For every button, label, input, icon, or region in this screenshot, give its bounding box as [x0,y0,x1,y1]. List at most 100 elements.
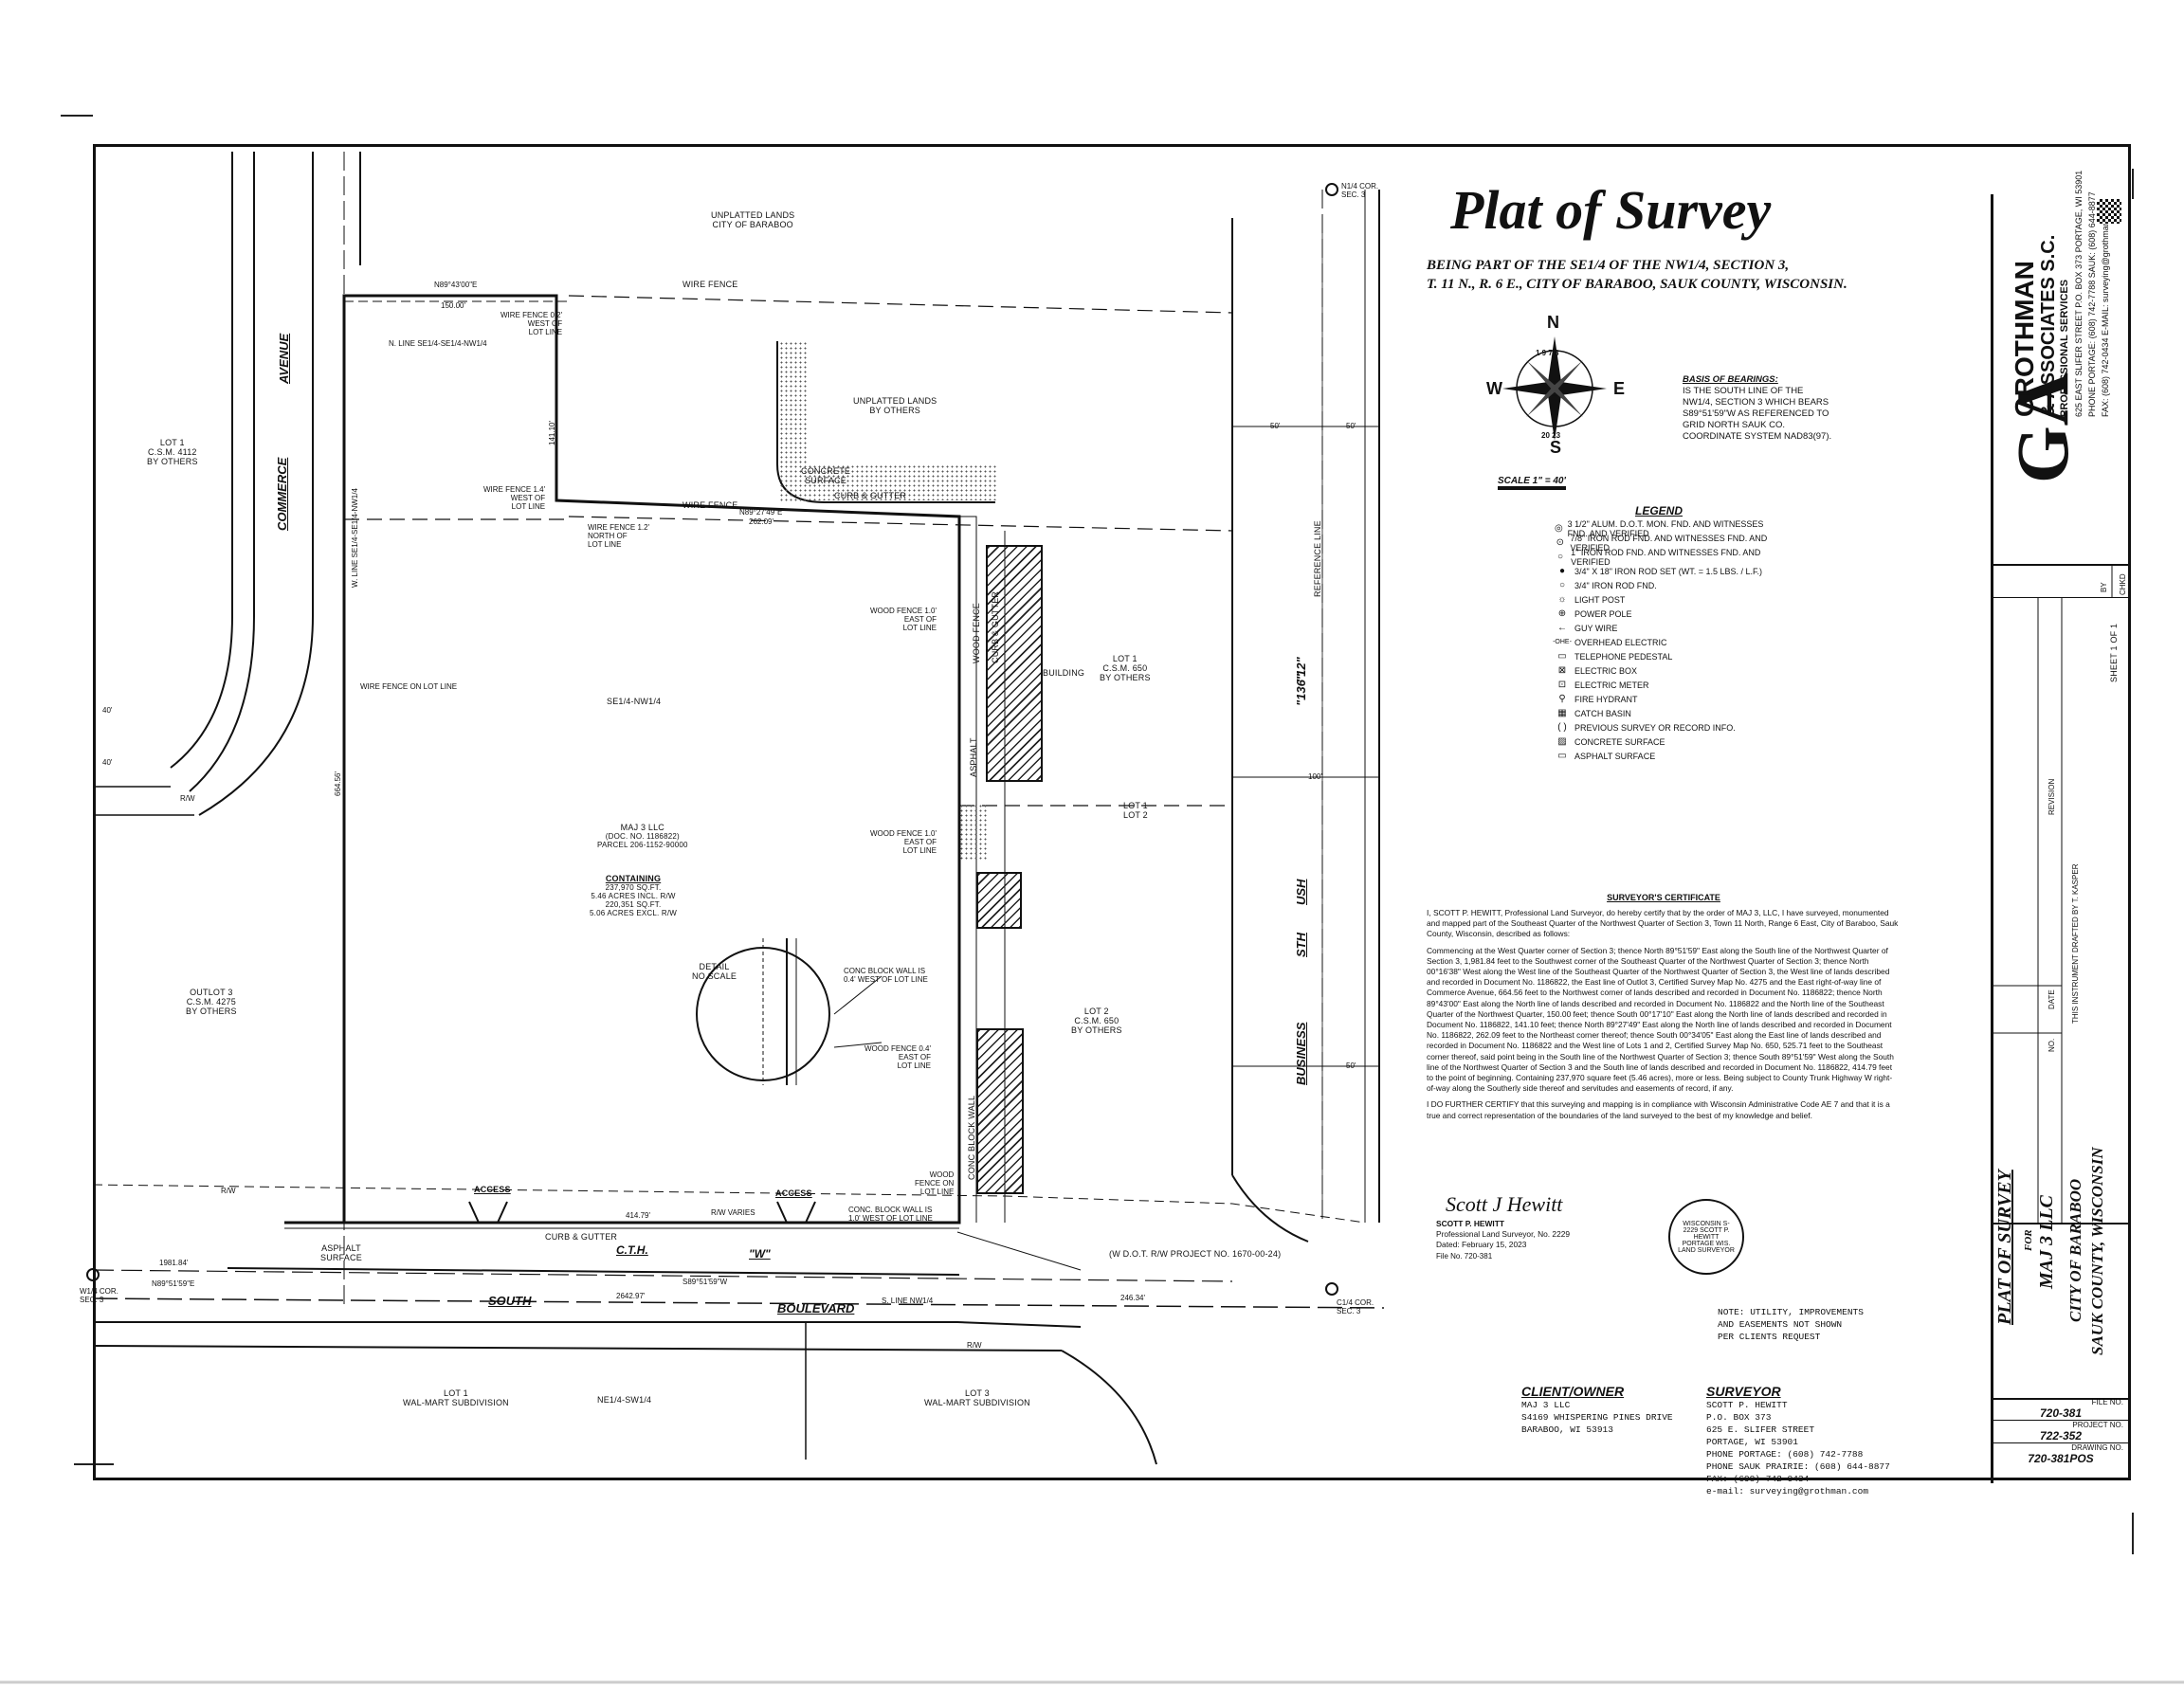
qr-code-icon [2097,199,2121,224]
c14-cor-label: C1/4 COR.SEC. 3 [1337,1298,1374,1315]
legend-title: LEGEND [1634,504,1683,517]
boulevard-label: BOULEVARD [777,1301,855,1315]
plat-county: SAUK COUNTY, WISCONSIN [2088,1147,2106,1355]
w-label: "W" [749,1247,771,1261]
w14-cor-label: W1/4 COR.SEC. 3 [80,1287,118,1304]
revision-panel [1993,597,2131,1224]
basis-of-bearings: BASIS OF BEARINGS: IS THE SOUTH LINE OF … [1683,374,1832,442]
client-owner-block: CLIENT/OWNER MAJ 3 LLC S4169 WHISPERING … [1521,1384,1673,1435]
maj3-parcel-label: MAJ 3 LLC(DOC. NO. 1186822)PARCEL 206-11… [597,823,688,849]
north-arrow-compass [1502,336,1607,441]
dim-ne-bearing: N89°27'49"E [739,508,783,517]
curb-gutter-north: CURB & GUTTER [834,491,907,500]
dim-ne: 262.09' [749,517,774,526]
legend-item: ○1" IRON ROD FND. AND WITNESSES FND. AND… [1557,547,1761,567]
dim-50-right: 50' [1346,422,1356,430]
legend-item: ⚲FIRE HYDRANT [1558,694,1638,704]
legend: LEGEND ◎3 1/2" ALUM. D.O.T. MON. FND. AN… [1550,504,1768,763]
file-numbers: FILE NO. 720-381 PROJECT NO. 722-352 DRA… [1991,1398,2131,1483]
rw-s: R/W [967,1341,982,1350]
legend-item: ▭ASPHALT SURFACE [1557,751,1656,761]
compass-ring-bottom: 20 23 [1541,431,1561,440]
access-label-1: ACCESS [474,1185,511,1194]
rw-w: R/W [180,794,195,803]
dim-40-upper: 40' [102,706,113,715]
dim-top: 150.00' [441,301,465,310]
certificate-intro: I, SCOTT P. HEWITT, Professional Land Su… [1427,908,1899,939]
page-title: Plat of Survey [1450,179,1772,241]
concrete-surface-area-2 [808,464,997,500]
certificate-description: Commencing at the West Quarter corner of… [1427,945,1894,1094]
wire-fence-mid: WIRE FENCE [682,500,738,510]
compass-w: W [1486,379,1502,398]
legend-item: ←GUY WIRE [1557,623,1618,633]
building-1 [986,545,1043,782]
legend-item: ●3/4" X 18" IRON ROD SET (WT. = 1.5 LBS.… [1558,566,1763,576]
dim-100: 100' [1308,772,1322,781]
dim-sw-bearing: N89°51'59"E [152,1279,195,1288]
legend-item: ○3/4" IRON ROD FND. [1558,580,1657,590]
subtitle: BEING PART OF THE SE1/4 OF THE NW1/4, SE… [1427,258,1847,292]
concrete-surface-area [779,341,808,502]
n14-cor-label: N1/4 COR.SEC. 3 [1341,182,1379,199]
legend-item: ⊙7/8" IRON ROD FND. AND WITNESSES FND. A… [1556,533,1768,553]
dim-south-bearing: S89°51'59"W [682,1278,728,1286]
south-label: SOUTH [488,1294,532,1308]
legend-item: ☼LIGHT POST [1557,594,1626,605]
dim-2642: 2642.97' [616,1292,646,1300]
legend-item: -OHE-OVERHEAD ELECTRIC [1553,637,1667,647]
s-line-nw: S. LINE NW1/4 [882,1297,934,1305]
plat-for: FOR [2023,1229,2034,1251]
compass-s: S [1550,438,1562,457]
dim-top-bearing: N89°43'00"E [434,281,478,289]
containing-label: CONTAINING 237,970 SQ.FT.5.46 ACRES INCL… [590,874,678,917]
legend-item: ( )PREVIOUS SURVEY OR RECORD INFO. [1557,722,1736,733]
dim-50-lower: 50' [1346,1061,1356,1070]
dot-project-label: (W D.O.T. R/W PROJECT NO. 1670-00-24) [1109,1249,1282,1259]
rw-sw: R/W [221,1187,236,1195]
signature: Scott J Hewitt [1446,1192,1563,1216]
cth-label: C.T.H. [616,1243,648,1257]
ne-sw-label: NE1/4-SW1/4 [597,1395,652,1405]
building-2 [976,872,1022,929]
plat-title-panel [1993,1223,2131,1400]
drawing-sheet [93,144,2131,1480]
building-3 [976,1028,1024,1194]
curb-gutter-south: CURB & GUTTER [545,1232,618,1242]
scale-bar: SCALE 1" = 40' [1498,476,1566,490]
building-label: BUILDING [1043,668,1085,678]
legend-item: ▭TELEPHONE PEDESTAL [1557,651,1673,662]
dim-sw: 1981.84' [159,1259,189,1267]
wire-fence-on-label: WIRE FENCE ON LOT LINE [360,682,458,691]
dim-246: 246.34' [1120,1294,1145,1302]
se-nw-label: SE1/4-NW1/4 [607,697,662,706]
n-line-label: N. LINE SE1/4-SE1/4-NW1/4 [389,339,487,348]
surveyor-seal: WISCONSIN S-2229 SCOTT P. HEWITT PORTAGE… [1668,1199,1744,1275]
dim-40-lower: 40' [102,758,113,767]
legend-item: ◎3 1/2" ALUM. D.O.T. MON. FND. AND WITNE… [1554,518,1764,538]
plat-city: CITY OF BARABOO [2066,1178,2084,1322]
firm-logo-panel [1993,194,2131,566]
compass-e: E [1613,379,1626,398]
surveyors-certificate: SURVEYOR'S CERTIFICATE I, SCOTT P. HEWIT… [1427,893,1901,1121]
surveyor-block: SURVEYOR SCOTT P. HEWITT P.O. BOX 373 62… [1706,1384,1890,1497]
legend-item: ▦CATCH BASIN [1557,708,1631,718]
